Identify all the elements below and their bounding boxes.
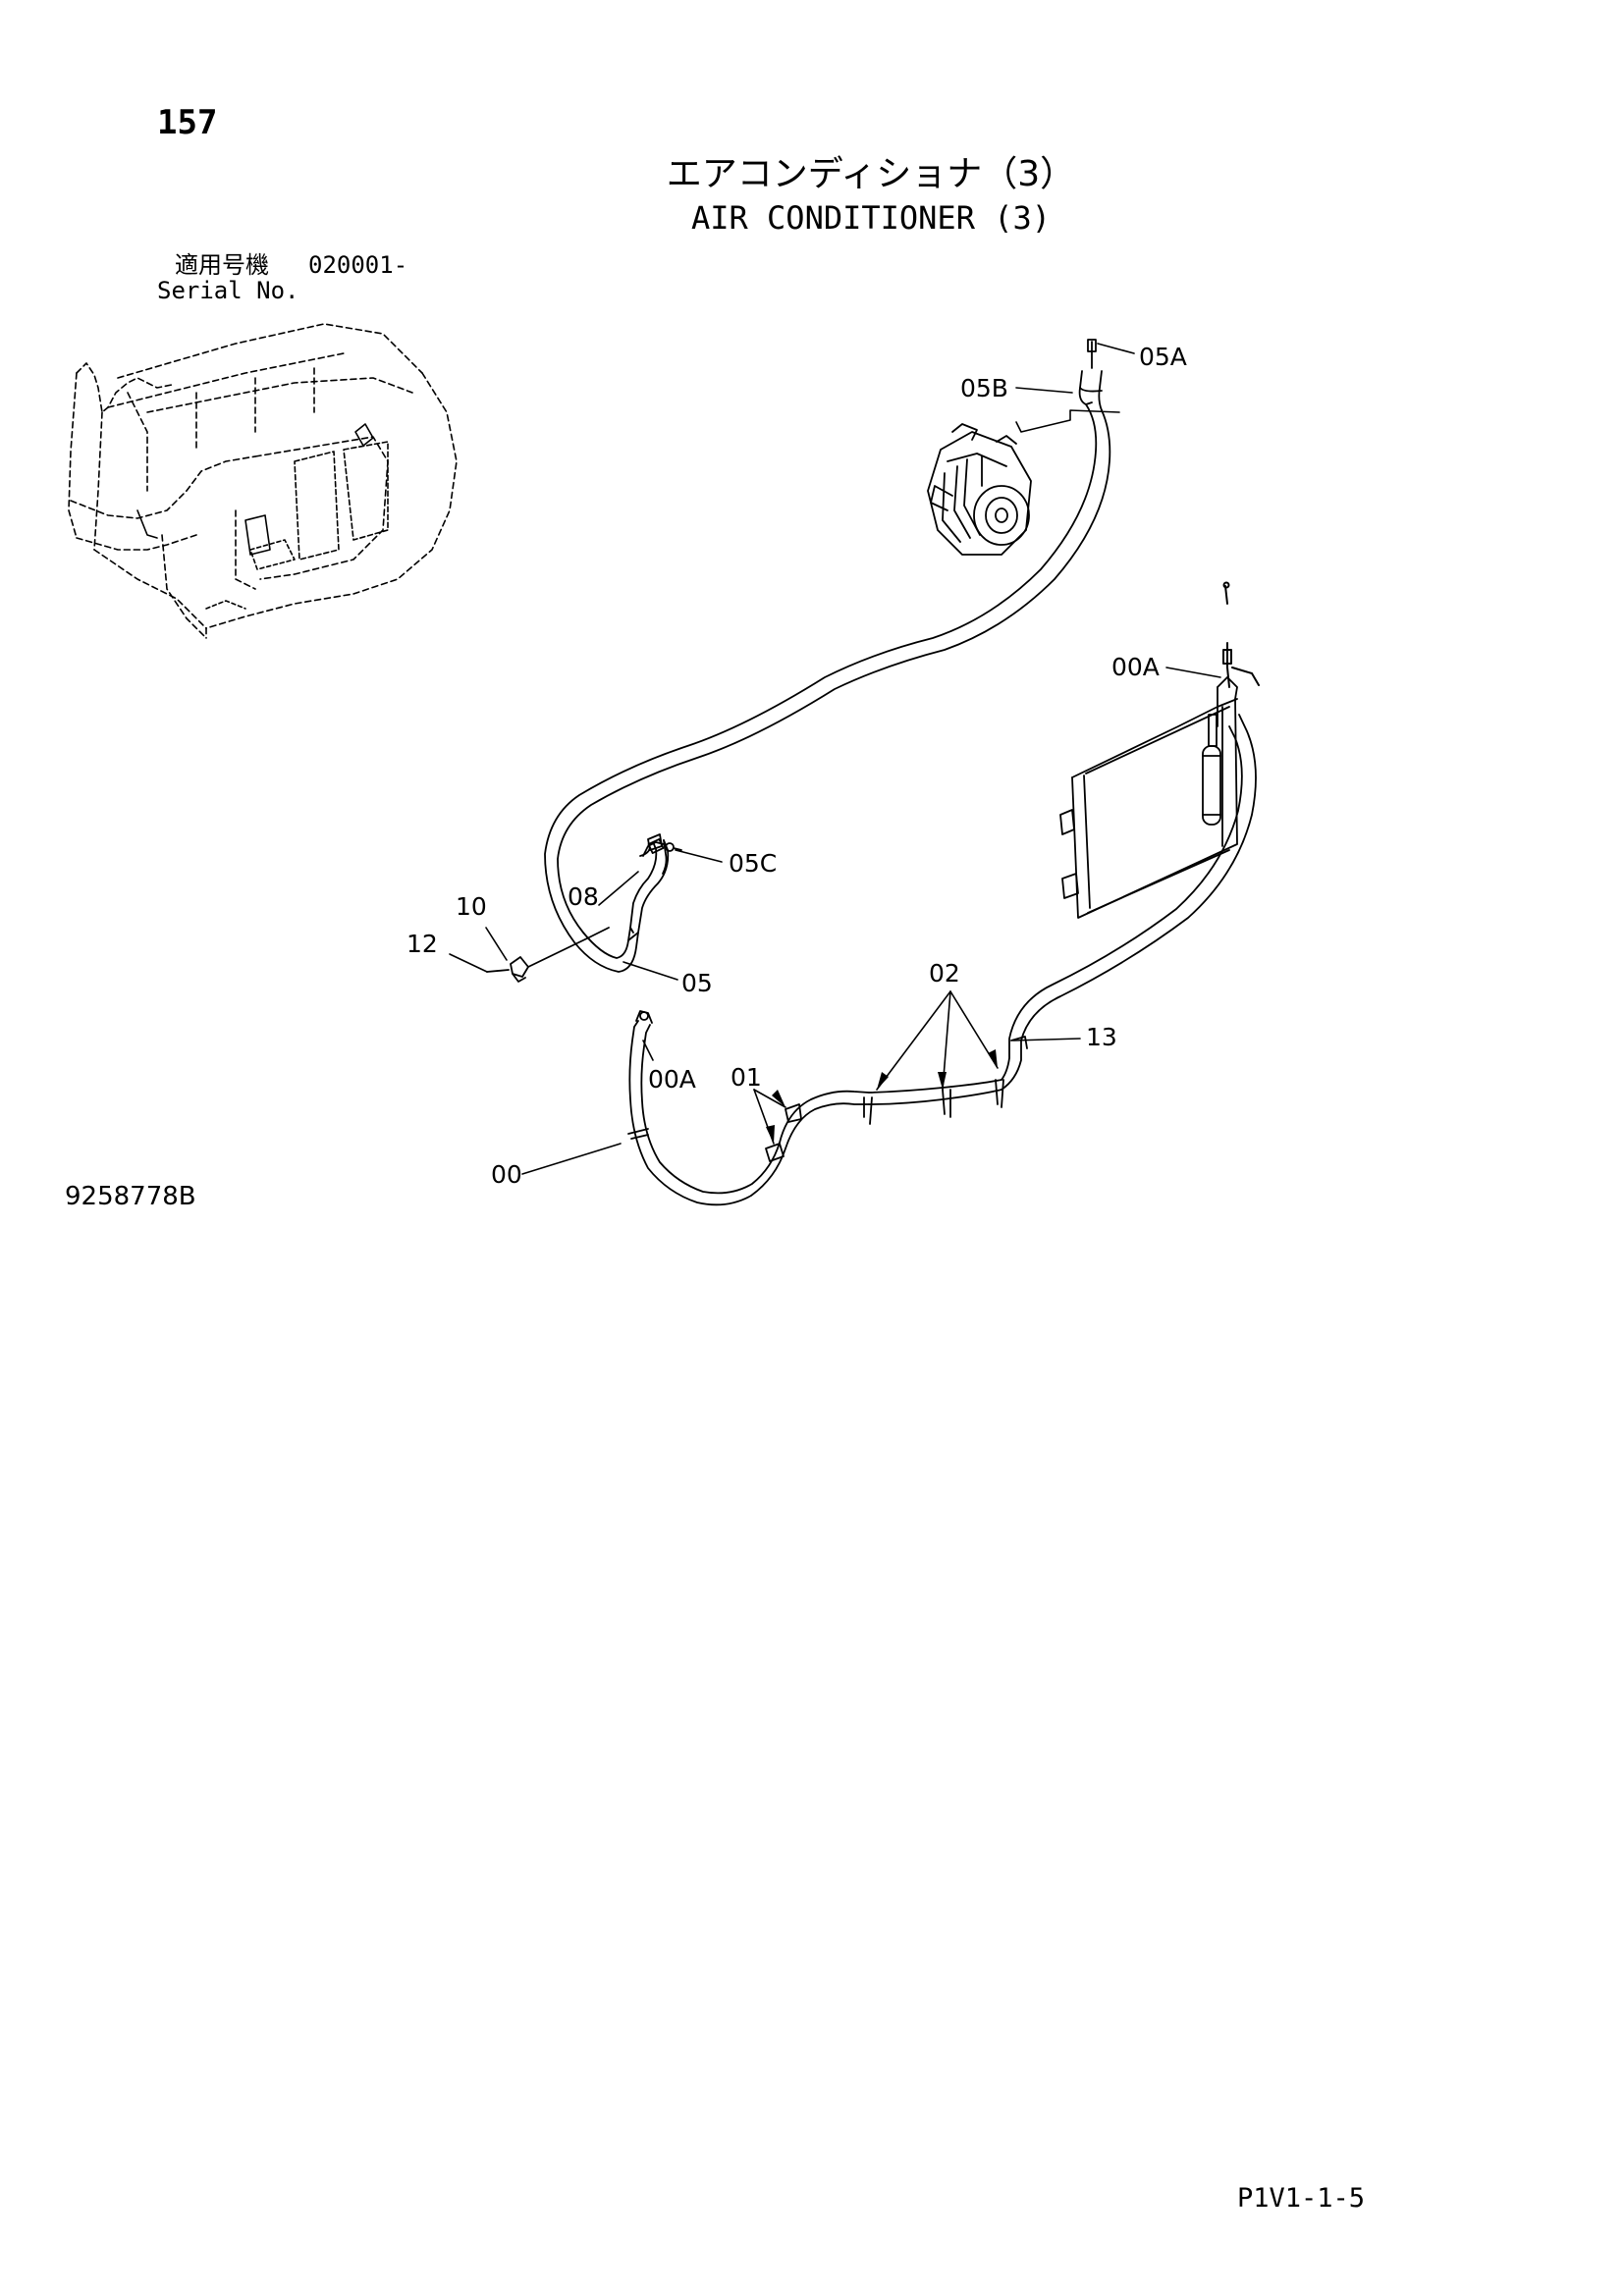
leader-arrowheads [766, 1049, 998, 1144]
callout-05a: 05A [1139, 343, 1187, 371]
callout-00a-top: 00A [1111, 653, 1160, 681]
callout-05: 05 [681, 969, 713, 997]
callout-13: 13 [1086, 1023, 1117, 1051]
callout-12: 12 [406, 930, 438, 958]
drawing-number: 9258778B [65, 1182, 196, 1211]
fitting-00a-top [1222, 581, 1260, 688]
callout-01: 01 [731, 1063, 762, 1092]
callout-08: 08 [568, 882, 599, 911]
fitting-05c [642, 838, 682, 857]
hose-00 [627, 714, 1257, 1206]
page-number: 157 [157, 103, 218, 142]
callout-10: 10 [456, 892, 487, 921]
callout-00: 00 [491, 1160, 522, 1189]
hose-05 [544, 339, 1111, 973]
compressor-illustration [927, 423, 1032, 556]
machine-cab-illustration [68, 323, 458, 639]
page-code: P1V1-1-5 [1237, 2183, 1366, 2214]
serial-label-english: Serial No. [157, 277, 299, 304]
callout-05c: 05C [729, 849, 777, 878]
serial-range: 020001- [308, 251, 408, 279]
condenser-illustration [1059, 676, 1238, 919]
clamp-10 [486, 927, 610, 983]
title-english: AIR CONDITIONER (3) [690, 199, 1052, 237]
callout-02: 02 [929, 959, 960, 988]
callout-05b: 05B [960, 374, 1008, 402]
callout-00a-bottom: 00A [648, 1065, 696, 1094]
parts-diagram: 05A 05B 00A 05C 08 10 12 05 02 13 00A 01… [68, 323, 1260, 1206]
title-japanese: エアコンディショナ（3） [666, 154, 1076, 194]
serial-label-japanese: 適用号機 [175, 251, 269, 279]
